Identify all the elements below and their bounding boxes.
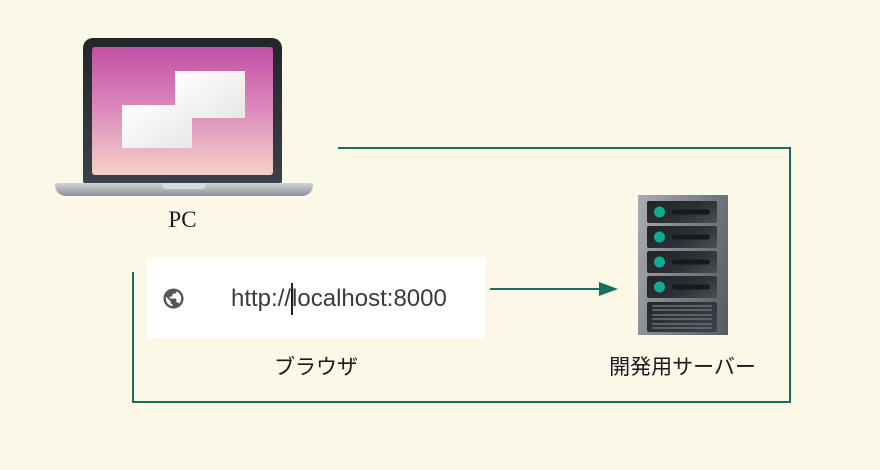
led-indicator-icon bbox=[654, 281, 665, 293]
url-text: http://localhost:8000 bbox=[231, 282, 447, 315]
server-label: 開発用サーバー bbox=[609, 356, 756, 379]
drive-slot bbox=[672, 209, 710, 215]
url-before-cursor: http:// bbox=[231, 284, 292, 312]
server-rack-icon bbox=[638, 195, 728, 335]
window-front bbox=[122, 105, 192, 148]
server-vent bbox=[647, 302, 717, 332]
drive-slot bbox=[672, 284, 710, 290]
pc-label: PC bbox=[168, 207, 197, 232]
led-indicator-icon bbox=[654, 256, 665, 268]
laptop-screen bbox=[92, 47, 273, 175]
laptop-icon bbox=[83, 38, 282, 184]
laptop-notch bbox=[162, 183, 206, 189]
globe-icon bbox=[162, 287, 185, 310]
url-after-cursor: localhost:8000 bbox=[292, 284, 447, 312]
led-indicator-icon bbox=[654, 231, 665, 243]
arrowhead-icon bbox=[599, 282, 618, 296]
drive-slot bbox=[672, 234, 710, 240]
browser-label: ブラウザ bbox=[274, 356, 358, 379]
server-bay bbox=[647, 226, 717, 248]
server-bay bbox=[647, 276, 717, 298]
server-bay bbox=[647, 251, 717, 273]
laptop-base bbox=[55, 183, 313, 196]
led-indicator-icon bbox=[654, 206, 665, 218]
server-bay bbox=[647, 201, 717, 223]
text-cursor bbox=[291, 282, 294, 315]
browser-url-bar[interactable]: http://localhost:8000 bbox=[147, 258, 485, 339]
drive-slot bbox=[672, 259, 710, 265]
